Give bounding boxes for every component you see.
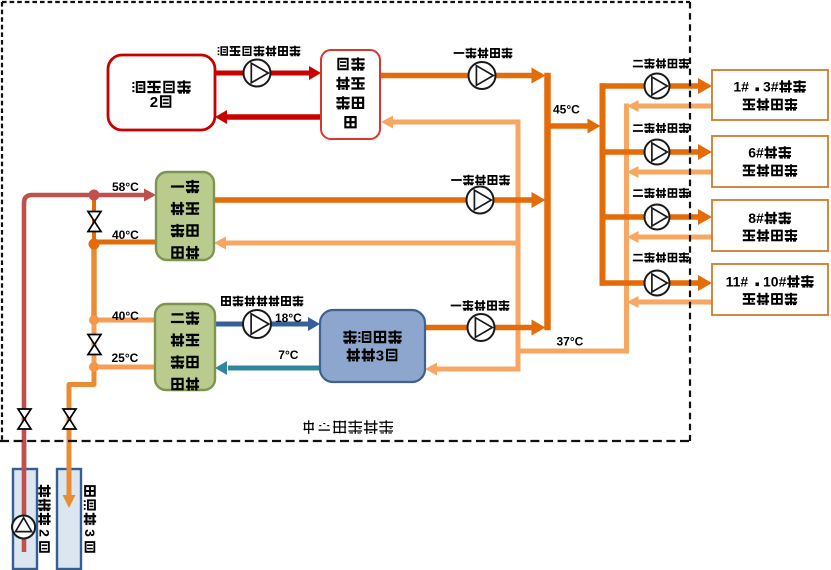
svg-text:40°C: 40°C [112,309,139,323]
svg-text:11#: 11# [726,274,749,290]
svg-text:58°C: 58°C [112,180,139,194]
svg-text:18°C: 18°C [275,311,302,325]
svg-text:7°C: 7°C [278,348,298,362]
svg-text:3#: 3# [763,79,779,95]
svg-text:40°C: 40°C [112,228,139,242]
svg-text:1#: 1# [733,79,749,95]
svg-text:45°C: 45°C [553,102,580,116]
svg-text:2: 2 [37,529,53,537]
svg-text:2: 2 [150,94,158,111]
svg-text:6#: 6# [748,145,764,161]
svg-text:10#: 10# [763,274,787,290]
svg-text:25°C: 25°C [112,351,139,365]
svg-text:3: 3 [376,347,384,364]
svg-text:3: 3 [82,529,98,537]
svg-text:8#: 8# [748,210,764,226]
svg-text:37°C: 37°C [557,334,584,348]
